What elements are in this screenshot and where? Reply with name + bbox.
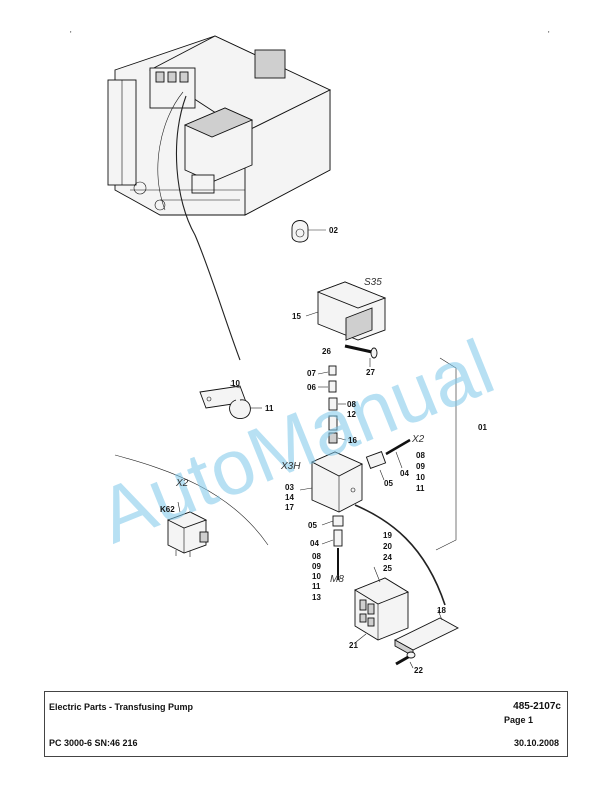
designation-k62: K62 [160, 505, 175, 514]
gland-stack-lower [321, 515, 344, 580]
callout-11-clip: 11 [265, 404, 274, 413]
callout-20: 20 [383, 542, 392, 551]
callout-10-lower: 10 [312, 572, 321, 581]
part-15-switch-housing [305, 281, 387, 341]
callout-21: 21 [349, 641, 358, 650]
corner-mark-right: ' [548, 30, 550, 39]
designation-x2-left: X2 [175, 478, 189, 489]
callout-10-right: 10 [416, 473, 425, 482]
callout-01: 01 [478, 423, 487, 432]
callout-04-lower: 04 [310, 539, 319, 548]
designation-x2-top: X2 [411, 434, 425, 445]
callout-09-right: 09 [416, 462, 425, 471]
part-10-11-cable-tie [199, 384, 262, 419]
callout-03: 03 [285, 483, 294, 492]
machine-assembly [107, 35, 332, 361]
callout-11-right: 11 [416, 484, 425, 493]
callout-10-clip: 10 [231, 379, 240, 388]
machine-model: PC 3000-6 SN:46 216 [49, 738, 138, 748]
designation-s35: S35 [364, 277, 382, 288]
title-block: Electric Parts - Transfusing Pump 485-21… [44, 691, 568, 757]
corner-mark-left: ' [70, 30, 72, 39]
callout-bracket-01 [435, 357, 457, 551]
part-18-din-rail [394, 609, 459, 657]
cable-x2-left [114, 454, 269, 546]
callout-08-lower: 08 [312, 552, 321, 561]
callout-05-lower: 05 [308, 521, 317, 530]
callout-14: 14 [285, 493, 294, 502]
callout-27: 27 [366, 368, 375, 377]
callout-15: 15 [292, 312, 301, 321]
callout-16: 16 [348, 436, 357, 445]
cable-to-terminal [354, 504, 446, 606]
callout-04-right: 04 [400, 469, 409, 478]
callout-08-right: 08 [416, 451, 425, 460]
document-number: 485-2107c [513, 701, 561, 712]
part-22-screw [395, 651, 416, 669]
diagram-title: Electric Parts - Transfusing Pump [49, 702, 194, 712]
callout-17: 17 [285, 503, 294, 512]
callout-22: 22 [414, 666, 423, 675]
part-19-terminal-block [353, 566, 410, 643]
watermark: AutoManual [86, 322, 505, 560]
page-number: Page 1 [503, 715, 533, 725]
gland-stack-upper [317, 365, 347, 444]
connector-x2-right [365, 438, 411, 481]
callout-09-lower: 09 [312, 562, 321, 571]
callout-24: 24 [383, 553, 392, 562]
callout-05-right: 05 [384, 479, 393, 488]
callout-13: 13 [312, 593, 321, 602]
callout-08-upper: 08 [347, 400, 356, 409]
callout-11-lower: 11 [312, 582, 321, 591]
callout-26: 26 [322, 347, 331, 356]
callout-02: 02 [329, 226, 338, 235]
part-27-screw [344, 344, 378, 367]
callout-12: 12 [347, 410, 356, 419]
exploded-parts-diagram: AutoManual 02 15 26 27 07 06 08 12 16 10… [86, 35, 505, 675]
designation-m8: M8 [330, 574, 344, 585]
issue-date: 30.10.2008 [513, 738, 559, 748]
designation-x3h: X3H [280, 461, 301, 472]
relay-k62 [166, 501, 209, 557]
callout-07: 07 [307, 369, 316, 378]
callout-18: 18 [437, 606, 446, 615]
part-02-clamp [291, 220, 326, 243]
callout-25: 25 [383, 564, 392, 573]
callout-06: 06 [307, 383, 316, 392]
callout-19: 19 [383, 531, 392, 540]
part-03-junction-box-x3h [299, 451, 364, 513]
